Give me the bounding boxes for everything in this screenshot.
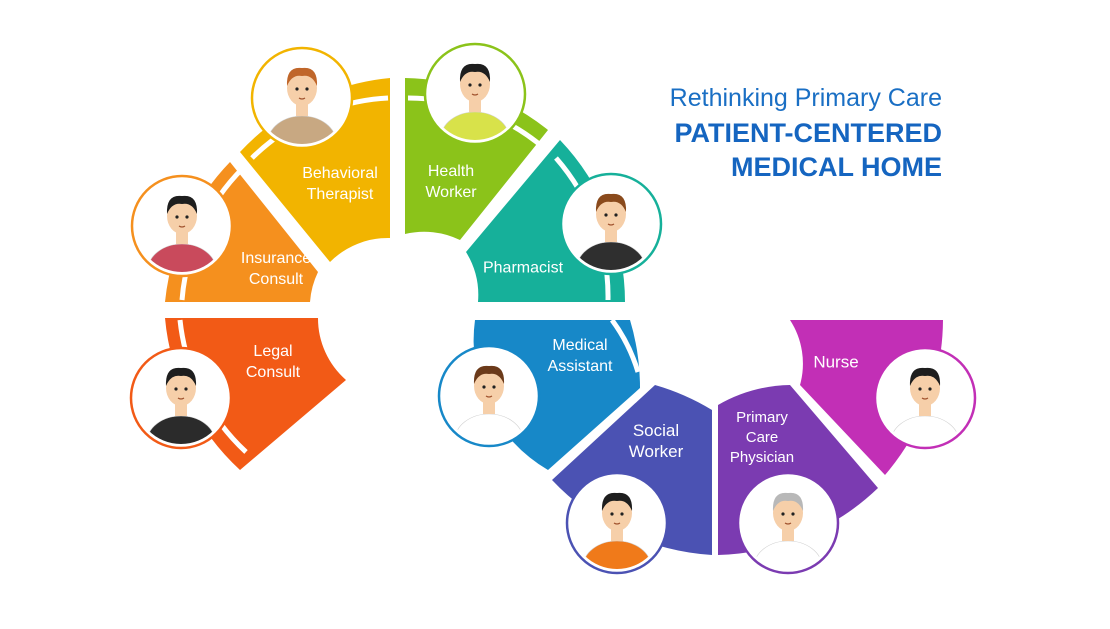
pharmacist-icon (559, 172, 663, 276)
label-line: Consult (248, 271, 304, 288)
label-line: Assistant (547, 358, 613, 375)
label-insurance-consult: Insurance Consult (241, 248, 311, 290)
label-line: Medical (552, 337, 608, 354)
label-medical-assistant: Medical Assistant (548, 335, 613, 377)
masked-health-worker-icon (423, 42, 527, 146)
label-line: Health (427, 163, 475, 180)
headset-agent-icon (130, 174, 234, 278)
title-heading-line1: PATIENT-CENTERED (674, 118, 942, 148)
label-line: Behavioral (302, 165, 378, 182)
label-line: Legal (253, 343, 293, 360)
physician-with-stethoscope-icon (736, 471, 840, 575)
lawyer-at-computer-icon (129, 346, 233, 450)
therapist-with-clipboard-icon (250, 46, 354, 150)
label-health-worker: Health Worker (425, 161, 476, 203)
label-line: Primary (736, 409, 788, 426)
label-legal-consult: Legal Consult (246, 341, 300, 383)
label-line: Care (745, 429, 779, 446)
title-subheading: Rethinking Primary Care (669, 84, 942, 112)
social-worker-icon (565, 471, 669, 575)
label-pharmacist: Pharmacist (483, 258, 563, 279)
label-line: Social (632, 421, 680, 440)
label-social-worker: Social Worker (629, 420, 683, 462)
label-nurse: Nurse (813, 352, 858, 373)
medical-assistant-icon (437, 344, 541, 448)
segment-shapes (165, 78, 943, 555)
label-line: Therapist (306, 186, 374, 203)
avatar-group (129, 42, 977, 575)
label-behavioral-therapist: Behavioral Therapist (302, 163, 378, 205)
title-heading-line2: MEDICAL HOME (730, 152, 942, 182)
label-primary-care-physician: Primary Care Physician (730, 408, 794, 468)
label-line: Consult (245, 364, 301, 381)
label-line: Pharmacist (482, 259, 564, 277)
label-line: Insurance (240, 250, 312, 267)
label-line: Worker (425, 184, 477, 201)
label-line: Physician (729, 449, 795, 466)
label-line: Worker (628, 442, 684, 461)
label-line: Nurse (813, 352, 859, 372)
